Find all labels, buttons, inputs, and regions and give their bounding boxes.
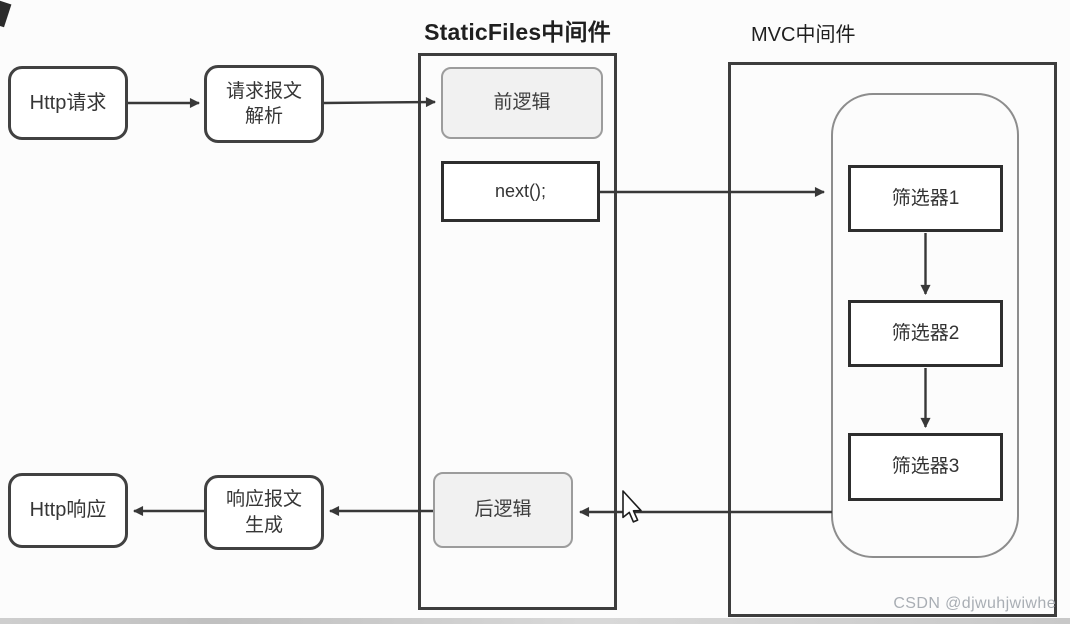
response-gen-node: 响应报文 生成 [204,475,324,550]
http-response-node: Http响应 [8,473,128,548]
post-logic-node: 后逻辑 [433,472,573,548]
mvc-filter-pipeline-container [831,93,1019,558]
pre-logic-node: 前逻辑 [441,67,603,139]
staticfiles-middleware-title: StaticFiles中间件 [424,19,611,45]
filter2-node: 筛选器2 [848,300,1003,367]
bottom-edge-artifact [0,618,1070,624]
http-request-node: Http请求 [8,66,128,140]
csdn-watermark: CSDN @djwuhjwiwhe [893,595,1056,612]
mvc-middleware-title: MVC中间件 [751,24,856,46]
request-parse-node: 请求报文 解析 [204,65,324,143]
mvc-middleware-container [728,62,1057,617]
staticfiles-middleware-container [418,53,617,610]
filter1-node: 筛选器1 [848,165,1003,232]
corner-artifact [0,0,12,28]
filter3-node: 筛选器3 [848,433,1003,501]
next-call-node: next(); [441,161,600,222]
mouse-cursor-icon [622,490,642,523]
